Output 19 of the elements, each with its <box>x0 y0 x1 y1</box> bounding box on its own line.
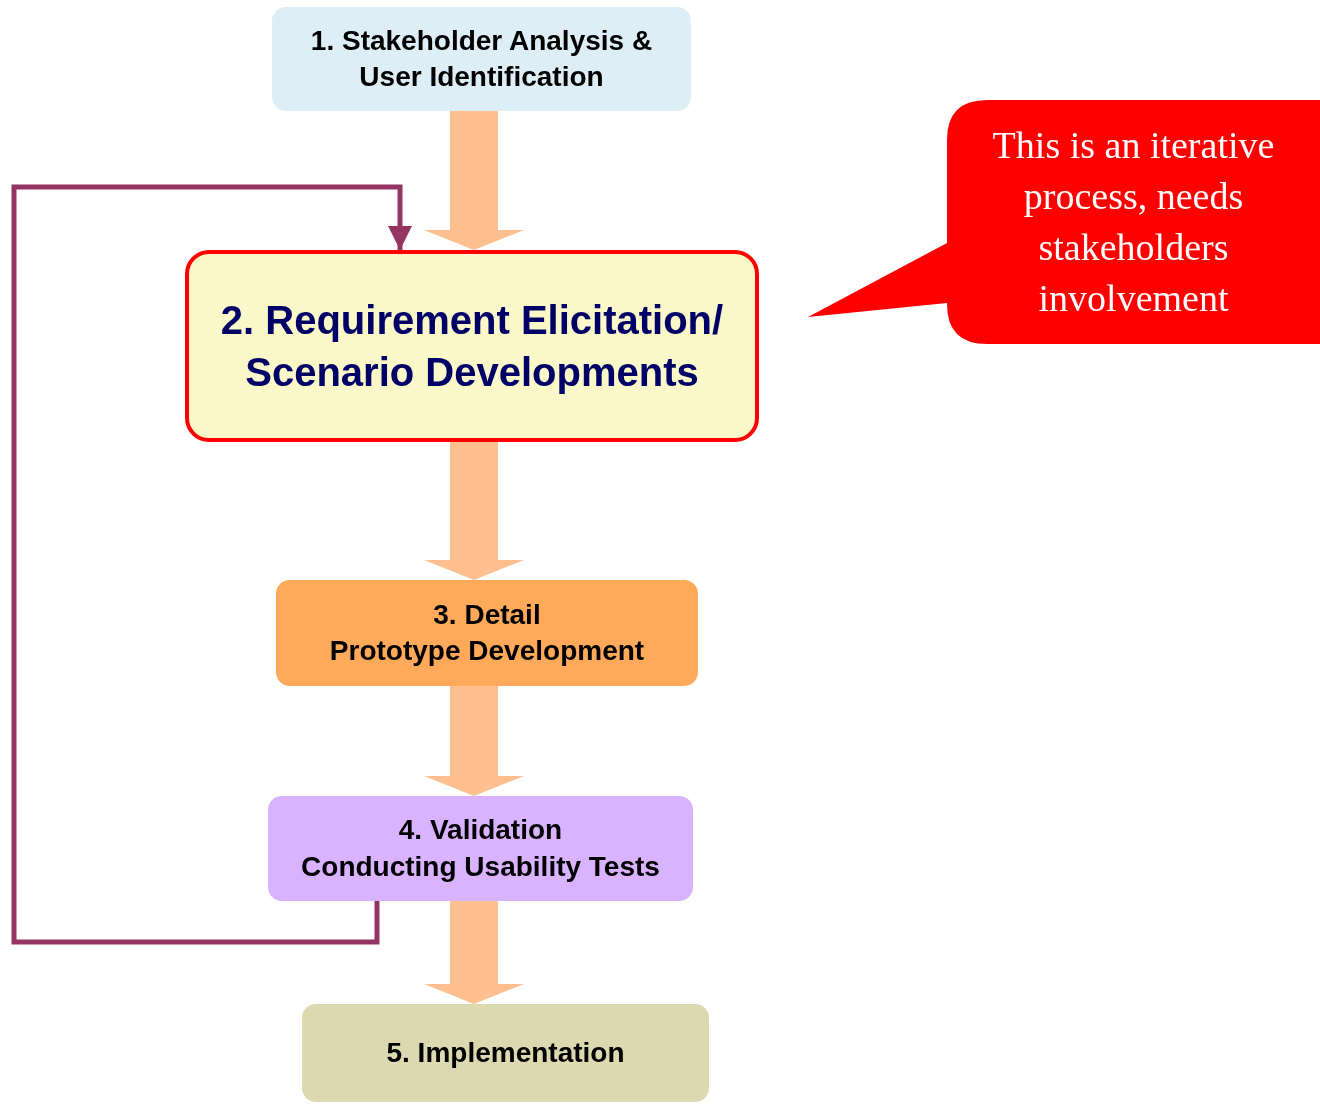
process-box <box>272 7 691 111</box>
block-arrow <box>424 111 524 250</box>
feedback-arrow <box>11 184 412 945</box>
process-box <box>268 796 693 901</box>
process-box <box>185 250 759 442</box>
block-arrow <box>424 442 524 580</box>
process-box <box>302 1004 709 1102</box>
node-text: 4. Validation <box>398 813 563 848</box>
node-text: Prototype Development <box>329 634 645 668</box>
node-text: 3. Detail <box>433 597 541 632</box>
node-text: This is an iterative process, needs stakeholders involvement <box>991 123 1276 321</box>
block-arrow <box>424 686 524 796</box>
node-text: 1. Stakeholder Analysis & User Identification <box>309 23 654 94</box>
block-arrow <box>424 901 524 1004</box>
node-text: Conducting Usability Tests <box>301 849 660 884</box>
node-text: 5. Implementation <box>386 1035 625 1070</box>
speech-callout <box>808 100 1320 344</box>
process-box <box>276 580 698 686</box>
node-text: 2. Requirement Elicitation/ Scenario Developments <box>219 297 725 396</box>
